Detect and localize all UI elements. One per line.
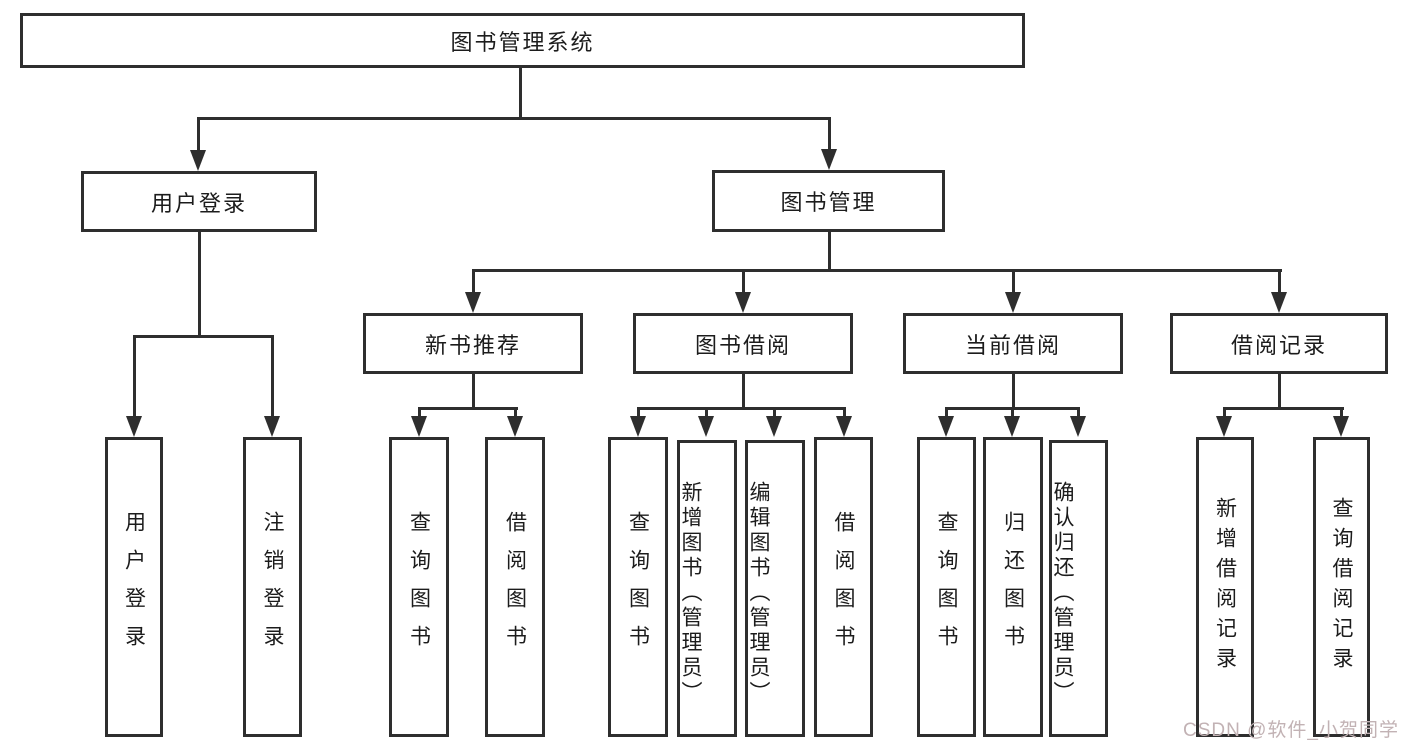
leaf-borrow-book-newrec: 借阅图书 (485, 437, 545, 737)
connector-line (197, 117, 831, 120)
connector-line (742, 269, 745, 294)
connector-line (773, 407, 776, 418)
leaf-query-book-borrow-label: 查询图书 (626, 511, 650, 663)
node-book-management: 图书管理 (712, 170, 945, 232)
connector-line (1077, 407, 1080, 418)
csdn-watermark: CSDN @软件_小贺同学 (1183, 720, 1399, 741)
connector-line (1223, 407, 1226, 418)
arrow-down-icon (1004, 416, 1020, 437)
connector-line (945, 407, 948, 418)
leaf-query-borrow-record: 查询借阅记录 (1313, 437, 1370, 737)
arrow-down-icon (821, 149, 837, 170)
node-book-borrow: 图书借阅 (633, 313, 853, 374)
leaf-return-book-label: 归还图书 (1001, 511, 1025, 663)
connector-line (514, 407, 517, 418)
node-current-borrow-label: 当前借阅 (964, 332, 1061, 358)
connector-line (133, 335, 274, 338)
arrow-down-icon (938, 416, 954, 437)
leaf-add-borrow-record: 新增借阅记录 (1196, 437, 1254, 737)
leaf-logout-login: 注销登录 (243, 437, 302, 737)
leaf-query-borrow-record-label: 查询借阅记录 (1330, 497, 1353, 677)
connector-line (1278, 374, 1281, 410)
connector-line (472, 269, 1282, 272)
connector-line (519, 68, 522, 119)
connector-line (198, 232, 201, 338)
node-root-label: 图书管理系统 (450, 29, 595, 55)
connector-line (637, 407, 640, 418)
arrow-down-icon (1271, 292, 1287, 313)
node-new-book-recommend-label: 新书推荐 (424, 332, 521, 358)
arrow-down-icon (507, 416, 523, 437)
node-user-login-label: 用户登录 (150, 190, 247, 216)
arrow-down-icon (836, 416, 852, 437)
connector-line (742, 374, 745, 410)
connector-line (1011, 407, 1014, 418)
connector-line (1012, 374, 1015, 410)
node-borrow-record: 借阅记录 (1170, 313, 1388, 374)
leaf-query-book-current-label: 查询图书 (935, 511, 958, 663)
node-new-book-recommend: 新书推荐 (363, 313, 583, 374)
leaf-query-book-borrow: 查询图书 (608, 437, 668, 737)
leaf-edit-book-admin: 编辑图书（管理员） (745, 440, 805, 737)
connector-line (828, 232, 831, 272)
leaf-query-book-newrec: 查询图书 (389, 437, 449, 737)
arrow-down-icon (630, 416, 646, 437)
leaf-user-login: 用户登录 (105, 437, 163, 737)
node-user-login: 用户登录 (81, 171, 317, 232)
connector-line (1278, 269, 1281, 294)
leaf-add-borrow-record-label: 新增借阅记录 (1213, 497, 1237, 677)
leaf-confirm-return-admin: 确认归还（管理员） (1049, 440, 1108, 737)
leaf-return-book: 归还图书 (983, 437, 1043, 737)
arrow-down-icon (411, 416, 427, 437)
node-book-management-label: 图书管理 (780, 190, 877, 215)
connector-line (1223, 407, 1344, 410)
leaf-confirm-return-admin-label: 确认归还（管理员） (1051, 480, 1074, 706)
connector-line (133, 335, 136, 416)
leaf-logout-login-label: 注销登录 (261, 511, 284, 663)
arrow-down-icon (126, 416, 142, 437)
node-borrow-record-label: 借阅记录 (1230, 332, 1327, 358)
arrow-down-icon (766, 416, 782, 437)
connector-line (472, 374, 475, 410)
leaf-add-book-admin-label: 新增图书（管理员） (679, 480, 702, 706)
connector-line (271, 335, 274, 416)
connector-line (418, 407, 518, 410)
arrow-down-icon (190, 150, 206, 171)
arrow-down-icon (735, 292, 751, 313)
arrow-down-icon (698, 416, 714, 437)
connector-line (705, 407, 708, 418)
leaf-query-book-current: 查询图书 (917, 437, 976, 737)
node-current-borrow: 当前借阅 (903, 313, 1123, 374)
arrow-down-icon (1005, 292, 1021, 313)
connector-line (197, 117, 200, 152)
leaf-borrow-book-borrow: 借阅图书 (814, 437, 873, 737)
connector-line (828, 117, 831, 152)
leaf-borrow-book-borrow-label: 借阅图书 (832, 511, 855, 663)
leaf-borrow-book-newrec-label: 借阅图书 (503, 511, 527, 663)
node-book-borrow-label: 图书借阅 (694, 332, 791, 358)
arrow-down-icon (1070, 416, 1086, 437)
connector-line (843, 407, 846, 418)
connector-line (637, 407, 846, 410)
leaf-query-book-newrec-label: 查询图书 (407, 511, 431, 663)
leaf-add-book-admin: 新增图书（管理员） (677, 440, 737, 737)
arrow-down-icon (264, 416, 280, 437)
connector-line (1340, 407, 1343, 418)
arrow-down-icon (1216, 416, 1232, 437)
arrow-down-icon (1333, 416, 1349, 437)
arrow-down-icon (465, 292, 481, 313)
leaf-user-login-label: 用户登录 (122, 511, 146, 663)
leaf-edit-book-admin-label: 编辑图书（管理员） (747, 480, 770, 706)
connector-line (472, 269, 475, 294)
connector-line (418, 407, 421, 418)
node-root: 图书管理系统 (20, 13, 1025, 68)
connector-line (1012, 269, 1015, 294)
